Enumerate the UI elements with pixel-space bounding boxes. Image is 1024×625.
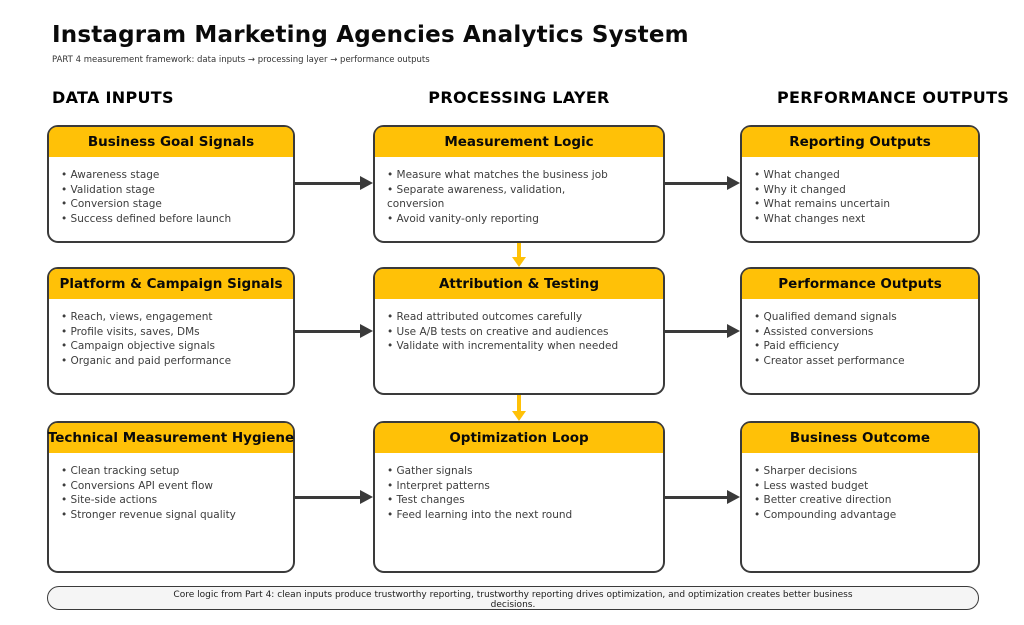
box-header-performance-outputs: Performance Outputs [742,269,978,299]
bullet-item: • Qualified demand signals [754,311,897,323]
footer-note-text: Core logic from Part 4: clean inputs pro… [52,590,974,610]
box-platform-campaign-signals: Platform & Campaign Signals • Reach, vie… [47,267,295,395]
box-title: Measurement Logic [444,134,594,150]
bullet-item: • Avoid vanity-only reporting [387,212,539,225]
bullet-list: • Clean tracking setup • Conversions API … [49,453,293,522]
column-header-performance-outputs: PERFORMANCE OUTPUTS [777,88,1010,107]
bullet-item: • Better creative direction [754,494,892,506]
bullet-item: • Clean tracking setup [61,465,180,477]
bullet-list: • Measure what matches the business job •… [375,157,663,226]
arrow-right-icon [665,176,740,190]
bullet-item: • Awareness stage [61,169,160,181]
page-subtitle: PART 4 measurement framework: data input… [52,55,430,65]
bullet-list: • Reach, views, engagement • Profile visi… [49,299,293,368]
box-title: Performance Outputs [778,276,942,292]
bullet-item: • Read attributed outcomes carefully [387,311,583,323]
column-header-processing-layer: PROCESSING LAYER [428,88,610,107]
page-title: Instagram Marketing Agencies Analytics S… [52,22,689,48]
bullet-list: • Qualified demand signals • Assisted con… [742,299,978,368]
box-header-attribution-testing: Attribution & Testing [375,269,663,299]
box-business-goal-signals: Business Goal Signals • Awareness stage•… [47,125,295,243]
box-title: Attribution & Testing [438,276,600,292]
footer-note-pill [47,586,979,610]
box-header-business-goal-signals: Business Goal Signals [49,127,293,157]
bullet-item: • Paid efficiency [754,340,840,352]
bullet-item: • Interpret patterns [387,479,490,492]
arrow-right-icon [295,324,373,338]
box-performance-outputs: Performance Outputs • Qualified demand s… [740,267,980,395]
box-reporting-outputs: Reporting Outputs • What changed • Why it… [740,125,980,243]
bullet-list: • What changed • Why it changed • What rem… [742,157,978,226]
bullet-item: • Conversion stage [61,198,162,210]
box-business-outcome: Business Outcome • Sharper decisions • Le… [740,421,980,573]
box-measurement-logic: Measurement Logic • Measure what matches… [373,125,665,243]
bullet-list: • Read attributed outcomes carefully • Us… [375,299,663,354]
box-title: Optimization Loop [449,430,589,446]
box-title: Platform & Campaign Signals [59,276,283,292]
bullet-item: • Creator asset performance [754,354,905,367]
arrow-down-icon [512,243,526,267]
box-header-optimization-loop: Optimization Loop [375,423,663,453]
box-header-reporting-outputs: Reporting Outputs [742,127,978,157]
footer-note-line1: Core logic from Part 4: clean inputs pro… [173,590,853,600]
bullet-item: • Use A/B tests on creative and audience… [387,325,609,338]
bullet-item: • Test changes [387,494,465,506]
bullet-item: • Conversions API event flow [61,479,214,492]
bullet-item: • Reach, views, engagement [61,311,213,323]
bullet-item: • Assisted conversions [754,325,874,338]
box-header-measurement-logic: Measurement Logic [375,127,663,157]
arrow-right-icon [295,176,373,190]
bullet-item: • Separate awareness, validation, conver… [387,183,566,211]
bullet-item: • Why it changed [754,183,846,196]
bullet-list: • Sharper decisions • Less wasted budget •… [742,453,978,522]
box-title: Technical Measurement Hygiene [47,430,295,446]
bullet-item: • Organic and paid performance [61,354,232,367]
box-header-technical-measurement-hygiene: Technical Measurement Hygiene [47,423,295,453]
bullet-item: • Site-side actions [61,494,158,506]
bullet-list: • Awareness stage • Validation stage • Con… [49,157,293,226]
box-title: Reporting Outputs [789,134,931,150]
box-technical-measurement-hygiene: Technical Measurement Hygiene • Clean tr… [47,421,295,573]
footer-note-line2: decisions. [490,600,536,610]
bullet-item: • What changed [754,169,840,181]
arrow-right-icon [665,490,740,504]
bullet-item: • Gather signals [387,465,473,477]
arrow-right-icon [665,324,740,338]
arrow-right-icon [295,490,373,504]
column-header-data-inputs: DATA INPUTS [52,88,174,107]
bullet-item: • Profile visits, saves, DMs [61,325,200,338]
box-title: Business Goal Signals [87,134,255,150]
bullet-item: • What remains uncertain [754,198,891,210]
bullet-item: • Measure what matches the business job [387,169,608,181]
bullet-item: • Compounding advantage [754,508,897,521]
bullet-item: • Success defined before launch [61,212,232,225]
bullet-item: • Validation stage [61,183,155,196]
box-title: Business Outcome [789,430,931,446]
bullet-list: • Gather signals • Interpret patterns • Te… [375,453,663,522]
box-optimization-loop: Optimization Loop • Gather signals • Inte… [373,421,665,573]
bullet-item: • Campaign objective signals [61,340,216,352]
bullet-item: • Sharper decisions [754,465,858,477]
arrow-down-icon [512,395,526,421]
box-attribution-testing: Attribution & Testing • Read attributed … [373,267,665,395]
box-header-platform-campaign-signals: Platform & Campaign Signals [49,269,293,299]
bullet-item: • What changes next [754,212,866,225]
bullet-item: • Validate with incrementality when need… [387,340,619,352]
bullet-item: • Feed learning into the next round [387,508,573,521]
bullet-item: • Less wasted budget [754,479,869,492]
box-header-business-outcome: Business Outcome [742,423,978,453]
bullet-item: • Stronger revenue signal quality [61,508,236,521]
